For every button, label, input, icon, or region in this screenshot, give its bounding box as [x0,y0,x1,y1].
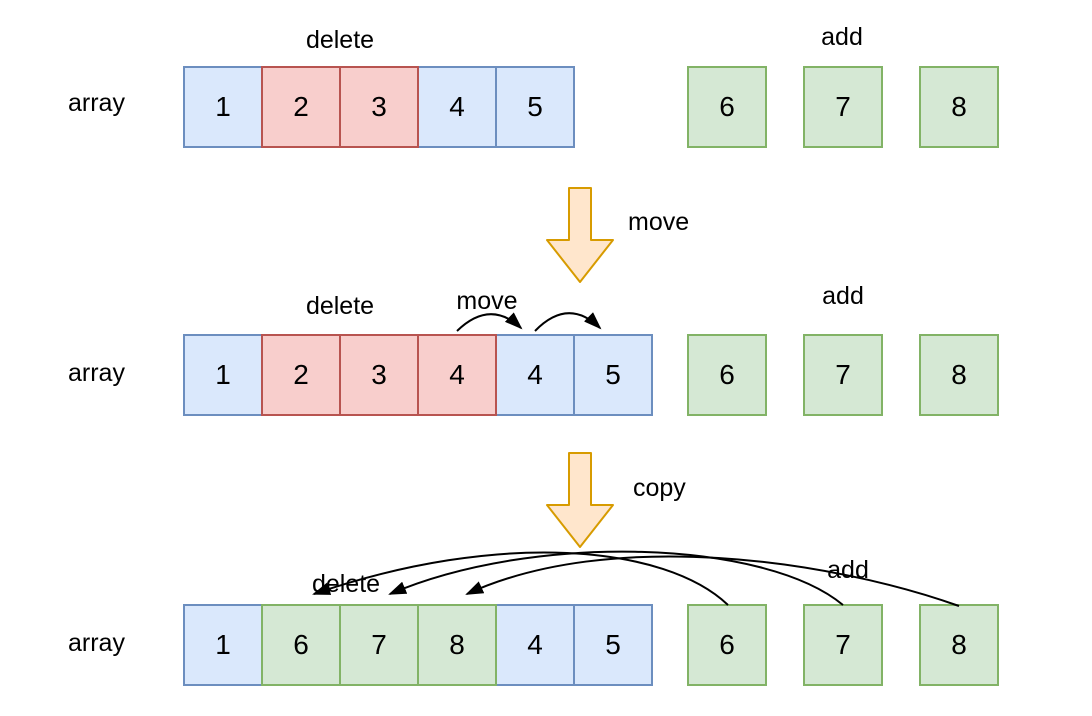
add-label-1: add [821,23,863,51]
array-cell-r1-4: 4 [417,66,497,148]
array-cell-r2-2: 2 [261,334,341,416]
add-cells-2: 6 7 8 [687,334,999,416]
copy-transition-label: copy [633,474,686,502]
move-transition-arrow [546,187,614,283]
copy-transition-arrow [546,452,614,548]
array-cell-r3-5: 5 [573,604,653,686]
array-cell-r2-4b: 4 [495,334,575,416]
array-cell-r2-5: 5 [573,334,653,416]
array-cell-r2-3: 3 [339,334,419,416]
array-cell-r3-6: 6 [261,604,341,686]
move-arc-2 [534,312,602,332]
array-label-2: array [68,359,125,387]
add-cell-r2-6: 6 [687,334,767,416]
add-cell-r1-6: 6 [687,66,767,148]
move-arcs-label: move [456,287,518,315]
add-cell-r3-6: 6 [687,604,767,686]
array-cell-r1-3: 3 [339,66,419,148]
array-cell-r3-4: 4 [495,604,575,686]
delete-label-1: delete [305,26,375,54]
array-row-2: 1 2 3 4 4 5 [183,334,653,416]
array-cell-r2-4r: 4 [417,334,497,416]
move-arc-1 [456,312,523,332]
array-row-3: 1 6 7 8 4 5 [183,604,653,686]
array-cell-r1-5: 5 [495,66,575,148]
add-cells-1: 6 7 8 [687,66,999,148]
add-label-3: add [827,556,869,584]
array-cell-r3-1: 1 [183,604,263,686]
array-cell-r1-2: 2 [261,66,341,148]
add-cell-r3-7: 7 [803,604,883,686]
array-label-1: array [68,89,125,117]
copy-curve-7 [388,550,844,606]
add-label-2: add [822,282,864,310]
array-cell-r1-1: 1 [183,66,263,148]
add-cell-r2-8: 8 [919,334,999,416]
move-transition-label: move [628,208,690,236]
array-row-1: 1 2 3 4 5 [183,66,575,148]
array-cell-r2-1: 1 [183,334,263,416]
array-label-3: array [68,629,125,657]
add-cell-r2-7: 7 [803,334,883,416]
add-cells-3: 6 7 8 [687,604,999,686]
delete-label-2: delete [305,292,375,320]
add-cell-r1-8: 8 [919,66,999,148]
add-cell-r3-8: 8 [919,604,999,686]
delete-label-3: delete [311,570,381,598]
add-cell-r1-7: 7 [803,66,883,148]
array-cell-r3-8: 8 [417,604,497,686]
copy-curve-8 [465,555,960,607]
array-cell-r3-7: 7 [339,604,419,686]
